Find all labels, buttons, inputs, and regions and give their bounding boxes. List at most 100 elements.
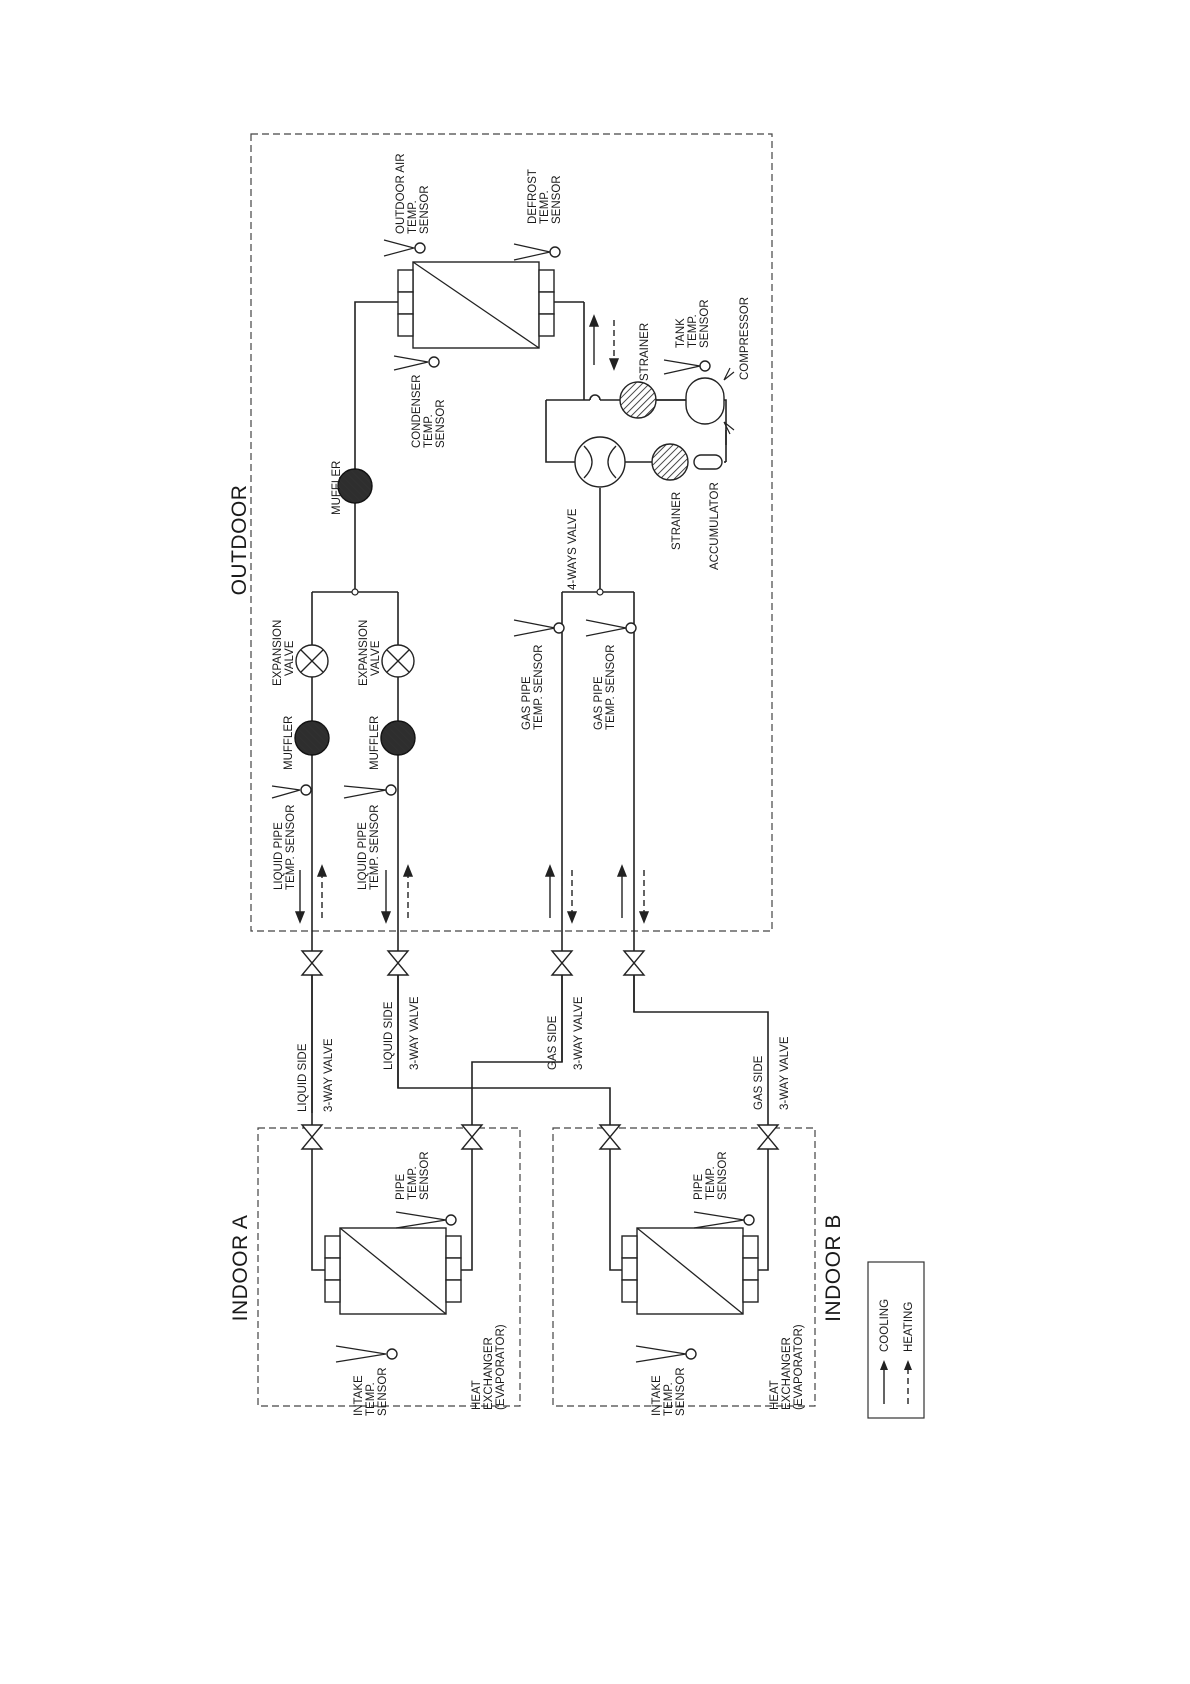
svg-text:3-WAY VALVE: 3-WAY VALVE: [323, 1038, 335, 1112]
svg-text:LIQUID PIPE: LIQUID PIPE: [357, 822, 369, 890]
outdoor-title: OUTDOOR: [228, 485, 251, 596]
accumulator: [693, 454, 723, 470]
svg-text:VALVE: VALVE: [284, 640, 296, 676]
svg-text:TEMP. SENSOR: TEMP. SENSOR: [605, 645, 617, 730]
svg-text:LIQUID SIDE: LIQUID SIDE: [383, 1001, 395, 1070]
indoor-a-coil: [324, 1227, 462, 1315]
svg-text:INTAKE: INTAKE: [353, 1375, 365, 1416]
indoor-b-title: INDOOR B: [822, 1214, 845, 1322]
indoor-b-box: [552, 1127, 816, 1407]
svg-text:GAS SIDE: GAS SIDE: [547, 1015, 559, 1070]
indoor-b-intake-sensor-label: INTAKE TEMP. SENSOR: [651, 1367, 687, 1416]
svg-text:SENSOR: SENSOR: [377, 1367, 389, 1416]
muffler-a-label: MUFFLER: [283, 716, 295, 770]
outdoor-air-sensor-label: OUTDOOR AIR TEMP. SENSOR: [395, 153, 431, 234]
four-way-valve-label: 4-WAYS VALVE: [567, 508, 579, 590]
service-valve-liquid-a: [300, 950, 324, 976]
service-valve-gas-a: [550, 950, 574, 976]
svg-text:SENSOR: SENSOR: [551, 175, 563, 224]
defrost-sensor-icon: [513, 243, 561, 261]
svg-text:SENSOR: SENSOR: [419, 185, 431, 234]
condenser-sensor-icon: [393, 355, 440, 371]
expansion-valve-a-label: EXPANSION VALVE: [272, 620, 296, 686]
svg-text:SENSOR: SENSOR: [675, 1367, 687, 1416]
gas-side-a-label: GAS SIDE 3-WAY VALVE: [547, 996, 585, 1070]
svg-text:(EVAPORATOR): (EVAPORATOR): [793, 1324, 805, 1410]
gas-pipe-sensor-b-icon: [585, 619, 637, 637]
service-valve-liquid-b: [386, 950, 410, 976]
svg-text:TEMP. SENSOR: TEMP. SENSOR: [533, 645, 545, 730]
liquid-pipe-sensor-a-icon: [271, 784, 312, 799]
indoor-b-valve-liquid: [598, 1124, 622, 1150]
indoor-a-title: INDOOR A: [229, 1215, 252, 1322]
svg-text:PIPE: PIPE: [395, 1173, 407, 1200]
svg-text:SENSOR: SENSOR: [717, 1151, 729, 1200]
svg-text:SENSOR: SENSOR: [435, 399, 447, 448]
gas-pipe-sensor-b-label: GAS PIPE TEMP. SENSOR: [593, 645, 617, 730]
svg-text:LIQUID SIDE: LIQUID SIDE: [297, 1043, 309, 1112]
svg-text:EXCHANGER: EXCHANGER: [483, 1337, 495, 1410]
muffler-liquid-a: [294, 720, 330, 756]
svg-text:EXCHANGER: EXCHANGER: [781, 1337, 793, 1410]
strainer-top-label: STRAINER: [639, 323, 651, 381]
svg-text:HEAT: HEAT: [471, 1380, 483, 1410]
outdoor-unit-box: [250, 133, 773, 932]
legend-cooling-label: COOLING: [879, 1299, 891, 1352]
legend-heating-label: HEATING: [903, 1302, 915, 1352]
accumulator-label: ACCUMULATOR: [709, 482, 721, 570]
svg-text:TEMP.: TEMP.: [407, 1166, 419, 1200]
svg-text:TEMP.: TEMP.: [687, 314, 699, 348]
muffler-main: [337, 468, 373, 504]
svg-text:EXPANSION: EXPANSION: [358, 620, 370, 686]
svg-text:PIPE: PIPE: [693, 1173, 705, 1200]
svg-text:TEMP.: TEMP.: [539, 190, 551, 224]
indoor-b-heat-exchanger-label: HEAT EXCHANGER (EVAPORATOR): [769, 1324, 805, 1410]
four-way-valve: [574, 436, 626, 488]
strainer-bottom: [651, 443, 689, 481]
svg-text:GAS PIPE: GAS PIPE: [521, 676, 533, 730]
svg-text:GAS SIDE: GAS SIDE: [753, 1055, 765, 1110]
expansion-valve-b-label: EXPANSION VALVE: [358, 620, 382, 686]
defrost-sensor-label: DEFROST TEMP. SENSOR: [527, 169, 563, 224]
svg-text:SENSOR: SENSOR: [419, 1151, 431, 1200]
indoor-a-valve-liquid: [300, 1124, 324, 1150]
compressor: [685, 367, 735, 435]
indoor-b-pipe-sensor-icon: [693, 1211, 755, 1229]
svg-text:INTAKE: INTAKE: [651, 1375, 663, 1416]
tank-sensor-icon: [663, 359, 711, 375]
gas-pipe-sensor-a-icon: [513, 619, 565, 637]
svg-text:TEMP.: TEMP.: [705, 1166, 717, 1200]
strainer-bottom-label: STRAINER: [671, 492, 683, 550]
liquid-side-b-label: LIQUID SIDE 3-WAY VALVE: [383, 996, 421, 1070]
tank-sensor-label: TANK TEMP. SENSOR: [675, 299, 711, 348]
indoor-a-valve-gas: [460, 1124, 484, 1150]
svg-text:TEMP. SENSOR: TEMP. SENSOR: [369, 805, 381, 890]
svg-text:TEMP.: TEMP.: [423, 414, 435, 448]
svg-text:GAS PIPE: GAS PIPE: [593, 676, 605, 730]
condenser-sensor-label: CONDENSER TEMP. SENSOR: [411, 375, 447, 448]
svg-text:HEAT: HEAT: [769, 1380, 781, 1410]
indoor-a-pipe-sensor-label: PIPE TEMP. SENSOR: [395, 1151, 431, 1200]
svg-text:3-WAY VALVE: 3-WAY VALVE: [409, 996, 421, 1070]
indoor-b-coil: [621, 1227, 759, 1315]
svg-text:(EVAPORATOR): (EVAPORATOR): [495, 1324, 507, 1410]
svg-text:3-WAY VALVE: 3-WAY VALVE: [573, 996, 585, 1070]
gas-side-b-label: GAS SIDE 3-WAY VALVE: [753, 1036, 791, 1110]
compressor-label: COMPRESSOR: [739, 297, 751, 380]
svg-text:SENSOR: SENSOR: [699, 299, 711, 348]
svg-text:LIQUID PIPE: LIQUID PIPE: [273, 822, 285, 890]
strainer-top: [619, 381, 657, 419]
flow-arrows: [294, 314, 650, 924]
gas-pipe-sensor-a-label: GAS PIPE TEMP. SENSOR: [521, 645, 545, 730]
liquid-pipe-sensor-b-label: LIQUID PIPE TEMP. SENSOR: [357, 805, 381, 890]
condenser-coil: [397, 261, 555, 349]
outdoor-air-sensor-icon: [383, 239, 426, 257]
expansion-valve-b: [381, 644, 415, 678]
service-valve-gas-b: [622, 950, 646, 976]
muffler-liquid-b: [380, 720, 416, 756]
indoor-a-heat-exchanger-label: HEAT EXCHANGER (EVAPORATOR): [471, 1324, 507, 1410]
indoor-b-pipe-sensor-label: PIPE TEMP. SENSOR: [693, 1151, 729, 1200]
svg-text:OUTDOOR AIR: OUTDOOR AIR: [395, 153, 407, 234]
indoor-b-valve-gas: [756, 1124, 780, 1150]
